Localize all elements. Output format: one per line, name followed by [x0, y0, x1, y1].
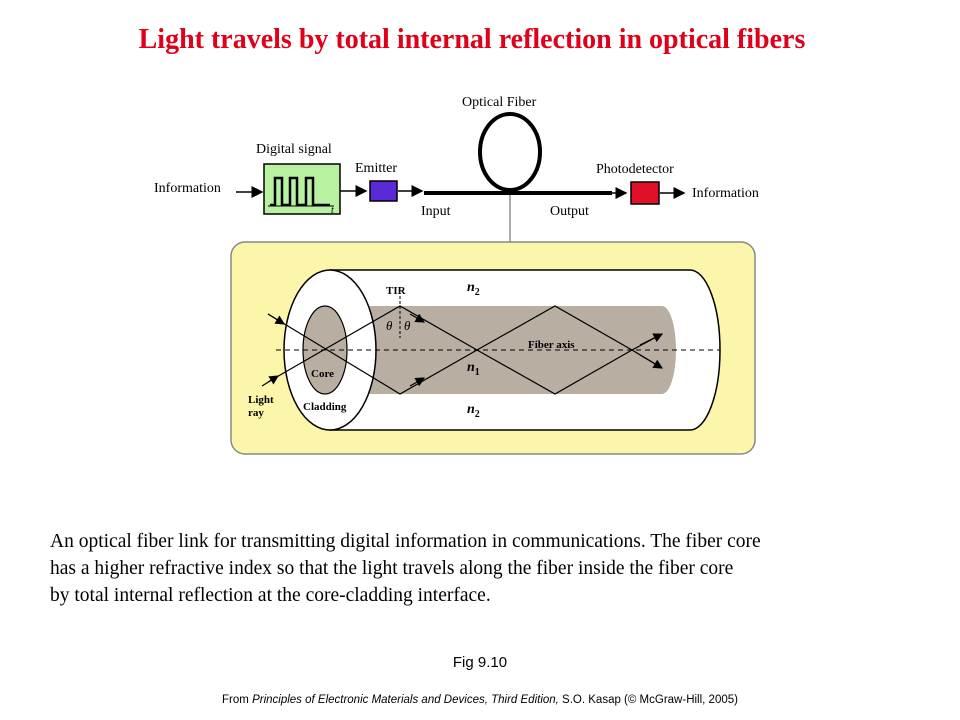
information-out-label: Information: [692, 186, 759, 201]
emitter-label: Emitter: [355, 161, 397, 176]
theta-right: θ: [404, 318, 411, 333]
light-ray-path: [267, 305, 663, 395]
light-ray-path-2: [267, 305, 663, 395]
pulse-train: [270, 176, 330, 207]
light-ray-label-line2: ray: [248, 407, 264, 419]
output-label: Output: [550, 204, 589, 219]
ray-arrow-1: [639, 354, 664, 369]
n1-label: n1: [467, 360, 480, 378]
core-label: Core: [311, 368, 334, 380]
fiber-loop: [478, 112, 542, 192]
light-ray-label-line1: Light: [248, 394, 274, 406]
n2-top-label: n2: [467, 280, 480, 298]
figure-number: Fig 9.10: [452, 654, 508, 671]
ray-arrow-in-2: [261, 375, 280, 387]
input-label: Input: [421, 204, 451, 219]
core-end-right: [648, 306, 676, 394]
page-title: Light travels by total internal reflecti…: [138, 24, 806, 55]
cladding-label: Cladding: [303, 401, 347, 413]
photodetector-box: [630, 181, 660, 205]
credit-prefix: From: [222, 694, 253, 706]
photodetector-label: Photodetector: [596, 162, 674, 177]
information-in-label: Information: [154, 181, 221, 196]
fiber-axis-label: Fiber axis: [528, 339, 575, 351]
tir-label: TIR: [386, 285, 407, 297]
credit-book-title: Principles of Electronic Materials and D…: [252, 694, 559, 706]
source-credit: From Principles of Electronic Materials …: [0, 694, 960, 706]
digital-signal-label: Digital signal: [256, 142, 332, 157]
optical-fiber-label: Optical Fiber: [462, 95, 537, 110]
ray-arrow-2: [639, 333, 664, 346]
time-label: t: [331, 205, 334, 216]
n2-bottom-label: n2: [467, 402, 480, 420]
ray-arrow-mid-2: [409, 377, 426, 387]
credit-suffix: S.O. Kasap (© McGraw-Hill, 2005): [558, 694, 738, 706]
figure-caption: An optical fiber link for transmitting d…: [50, 531, 761, 606]
theta-left: θ: [386, 318, 393, 333]
emitter-box: [369, 180, 398, 202]
ray-arrow-mid-1: [409, 313, 426, 323]
ray-arrow-in-1: [267, 313, 286, 325]
